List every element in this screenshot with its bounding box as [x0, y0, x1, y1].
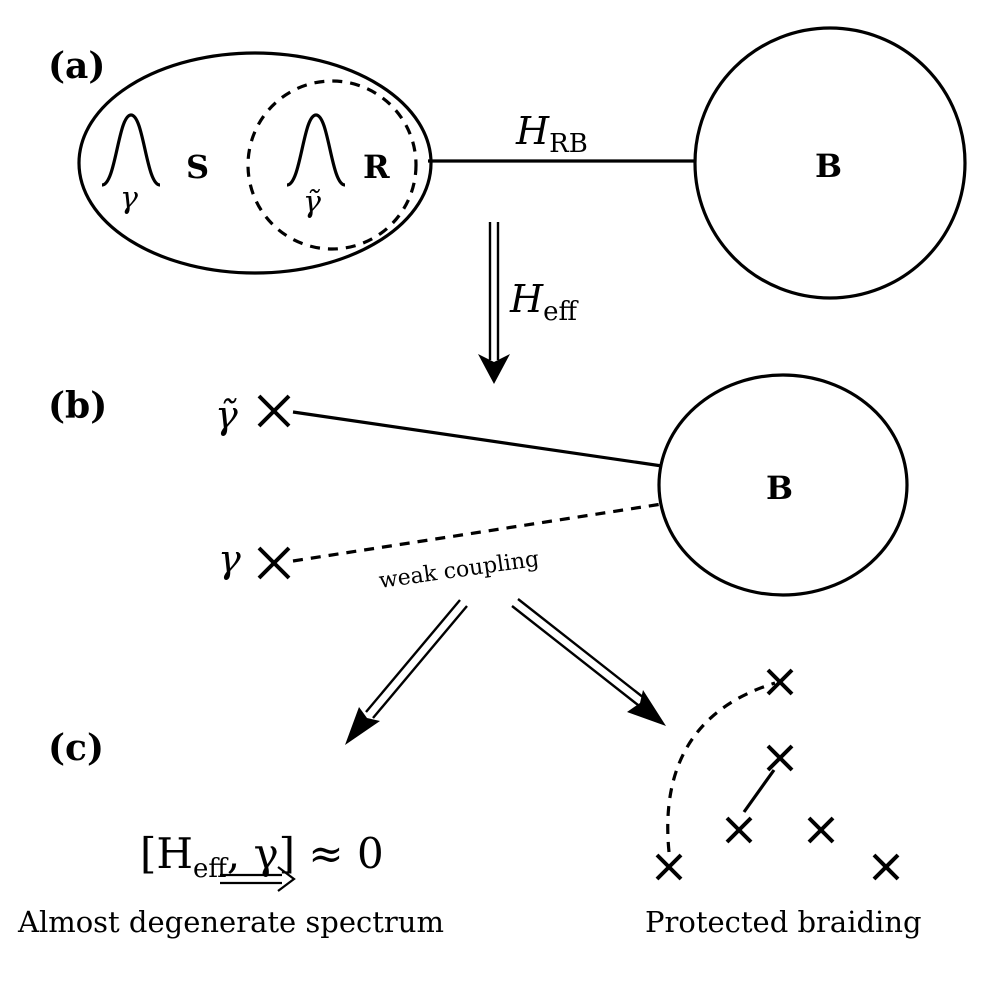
bath-circle-a: [693, 26, 967, 300]
anyon-marker-icon: [766, 668, 794, 696]
panel-label-a: (a): [48, 45, 105, 87]
degenerate-spectrum-caption: Almost degenerate spectrum: [17, 905, 444, 939]
gamma-symbol-b: γ: [218, 537, 241, 581]
coupling-label: HRB: [515, 109, 588, 159]
gamma-tilde-symbol-a: γ̃: [303, 185, 321, 220]
anyon-marker-icon: [725, 816, 753, 844]
arrow-to-spectrum: [345, 599, 468, 745]
panel-label-c: (c): [48, 727, 104, 769]
gamma-tilde-marker-icon: [257, 394, 291, 428]
gamma-symbol-a: γ: [120, 181, 138, 216]
gamma-tilde-symbol-b: γ̃: [215, 393, 238, 437]
braiding-path: [666, 681, 776, 853]
panel-label-b: (b): [48, 385, 107, 427]
weak-coupling-line: [292, 502, 663, 563]
node-label-R: R: [363, 148, 390, 186]
anyon-marker-icon: [807, 816, 835, 844]
anyon-marker-icon: [655, 853, 683, 881]
effective-hamiltonian-label: Heff: [509, 277, 580, 327]
anyon-marker-icon: [872, 853, 900, 881]
strong-coupling-line: [292, 410, 663, 468]
commutator-expression: [Heff, γ] ≈ 0: [140, 829, 384, 884]
anyon-marker-icon: [766, 744, 794, 772]
gamma-tilde-wavefunction-icon: [286, 113, 346, 187]
gamma-marker-icon: [257, 546, 291, 580]
system-ellipse: [77, 51, 433, 275]
braiding-bond: [742, 769, 776, 813]
bath-ellipse-b: [657, 373, 909, 597]
node-label-B-top: B: [815, 147, 842, 185]
protected-braiding-caption: Protected braiding: [645, 905, 922, 939]
arrow-to-braiding: [511, 598, 666, 726]
weak-coupling-label: weak coupling: [377, 547, 540, 594]
implies-arrow-icon: [220, 866, 296, 892]
node-label-B-mid: B: [766, 469, 793, 507]
effective-arrow-head: [478, 354, 510, 384]
node-label-S: S: [186, 148, 209, 186]
gamma-wavefunction-icon: [101, 113, 161, 187]
region-R-circle: [246, 79, 418, 251]
